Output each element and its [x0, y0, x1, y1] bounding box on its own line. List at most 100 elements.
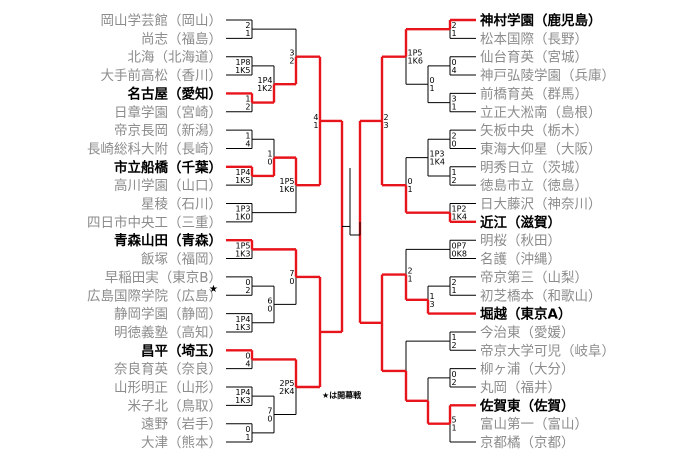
left-team-1: 岡山学芸館（岡山） — [101, 13, 223, 29]
left-team-5: 名古屋（愛知） — [128, 85, 223, 102]
right-team-10: 徳島市立（徳島） — [480, 177, 588, 194]
left-match-12-score-bottom: 1K3 — [235, 249, 250, 258]
opening-game-star-icon: ★ — [209, 284, 218, 295]
right-team-17: 堀越（東京A） — [480, 306, 571, 323]
left-match-21-score-top: 2P5 — [279, 379, 294, 388]
left-team-13: 青森山田（青森） — [114, 232, 222, 249]
right-match-9-score-top: 1P2 — [452, 205, 467, 214]
right-team-20: 柳ヶ浦（大分） — [480, 362, 575, 378]
left-match-13-score-bottom: 2 — [245, 286, 250, 295]
left-match-20-score-top: 7 — [267, 407, 272, 416]
right-team-4: 神戸弘陵学園（兵庫） — [480, 68, 615, 84]
left-match-16-score-bottom: 0 — [289, 277, 294, 286]
right-match-14-score-bottom: 3 — [430, 300, 435, 309]
left-team-18: 明徳義塾（高知） — [114, 324, 222, 341]
right-team-19: 帝京大学可児（岐阜） — [480, 342, 615, 359]
right-match-7-score-top: 1 — [452, 168, 457, 177]
right-match-6-score-bottom: 0 — [452, 139, 457, 148]
left-match-21-score-bottom: 2K4 — [279, 387, 294, 396]
right-match-8-score-top: 1P3 — [430, 150, 445, 159]
left-team-9: 市立船橋（千葉） — [114, 159, 222, 176]
right-match-3-score-top: 3 — [452, 95, 457, 104]
right-match-14-score-top: 1 — [430, 292, 435, 301]
right-match-4-score-top: 0 — [430, 76, 435, 85]
left-match-12-score-top: 1P5 — [235, 241, 250, 250]
left-match-11-score-top: 4 — [313, 113, 318, 122]
right-team-8: 東海大仰星（大阪） — [480, 141, 602, 157]
right-match-6-score-top: 2 — [452, 131, 457, 140]
left-match-7-score-top: 1P4 — [235, 168, 250, 177]
left-team-17: 静岡学園（静岡） — [114, 307, 222, 323]
right-match-2-score-bottom: 4 — [452, 66, 457, 75]
left-match-5-score-bottom: 2 — [289, 57, 294, 66]
left-team-16: 広島国際学院（広島） — [87, 288, 222, 304]
left-team-14: 飯塚（福岡） — [141, 252, 222, 268]
right-team-23: 富山第一（富山） — [480, 416, 588, 433]
left-match-17-score-top: 0 — [245, 351, 250, 360]
right-match-5-score-top: 1P5 — [408, 49, 423, 58]
left-team-7: 帝京長岡（新潟） — [114, 123, 222, 139]
right-team-2: 松本国際（長野） — [480, 31, 588, 47]
right-team-11: 日大藤沢（神奈川） — [480, 197, 602, 213]
right-team-18: 今治東（愛媛） — [480, 325, 575, 341]
right-match-16-score-top: 1 — [452, 333, 457, 342]
right-team-16: 初芝橋本（和歌山） — [480, 287, 602, 304]
left-team-21: 山形明正（山形） — [114, 380, 222, 396]
left-team-6: 日章学園（宮崎） — [114, 104, 222, 121]
left-match-14-score-bottom: 1K3 — [235, 323, 250, 332]
right-team-24: 京都橘（京都） — [480, 435, 575, 451]
right-match-13-score-bottom: 1 — [452, 286, 457, 295]
right-team-7: 矢板中央（栃木） — [480, 123, 588, 139]
right-match-1-score-bottom: 1 — [452, 29, 457, 38]
right-team-14: 名護（沖縄） — [480, 252, 561, 268]
left-team-23: 遠野（岩手） — [141, 417, 222, 433]
left-team-22: 米子北（鳥取） — [128, 398, 223, 414]
left-match-8-score-bottom: 0 — [267, 158, 272, 167]
right-match-10-score-top: 0 — [408, 177, 413, 186]
left-match-19-score-bottom: 1 — [245, 433, 250, 442]
right-match-2-score-top: 0 — [452, 58, 457, 67]
left-match-15-score-top: 6 — [267, 296, 272, 305]
bracket-lines — [226, 18, 476, 443]
left-match-2-score-bottom: 1K5 — [235, 66, 250, 75]
left-match-13-score-top: 0 — [245, 278, 250, 287]
left-match-6-score-top: 1 — [245, 131, 250, 140]
right-match-9-score-bottom: 1K4 — [452, 213, 467, 222]
right-match-17-score-top: 0 — [452, 370, 457, 379]
right-team-15: 帝京第三（山梨） — [480, 269, 588, 286]
right-match-5-score-bottom: 1K6 — [408, 57, 423, 66]
left-team-15: 早稲田実（東京B） — [105, 270, 222, 286]
right-team-5: 前橋育英（群馬） — [480, 85, 588, 102]
left-match-11-score-bottom: 1 — [313, 121, 318, 130]
right-team-9: 明秀日立（茨城） — [480, 160, 588, 176]
right-team-1: 神村学園（鹿児島） — [480, 12, 602, 29]
right-match-1-score-top: 2 — [452, 21, 457, 30]
left-team-19: 昌平（埼玉） — [141, 342, 222, 359]
left-match-20-score-bottom: 0 — [267, 415, 272, 424]
right-match-7-score-bottom: 2 — [452, 176, 457, 185]
left-match-3-score-top: 1 — [245, 95, 250, 104]
right-match-11-score-top: 2 — [384, 113, 389, 122]
left-match-4-score-bottom: 1K2 — [257, 84, 272, 93]
left-match-18-score-bottom: 1K3 — [235, 396, 250, 405]
right-match-18-score-bottom: 1 — [452, 424, 457, 433]
right-match-18-score-top: 5 — [452, 416, 457, 425]
left-match-6-score-bottom: 4 — [245, 139, 250, 148]
left-match-8-score-top: 1 — [267, 150, 272, 159]
right-match-11-score-bottom: 3 — [384, 121, 389, 130]
left-match-9-score-bottom: 1K0 — [235, 213, 250, 222]
right-team-3: 仙台育英（宮城） — [480, 49, 588, 66]
left-match-1-score-top: 2 — [245, 21, 250, 30]
left-match-19-score-top: 0 — [245, 425, 250, 434]
left-team-11: 星稜（石川） — [141, 197, 222, 213]
right-team-13: 明桜（秋田） — [480, 233, 561, 249]
bracket-scores: 211P81K5121P41K232141P41K5101P31K01P51K6… — [235, 21, 467, 442]
right-team-21: 丸岡（福井） — [480, 380, 561, 396]
right-match-10-score-bottom: 1 — [408, 185, 413, 194]
left-team-4: 大手前高松（香川） — [101, 67, 223, 84]
right-match-12-score-bottom: 0K8 — [452, 249, 467, 258]
right-match-15-score-top: 2 — [408, 267, 413, 276]
right-match-8-score-bottom: 1K4 — [430, 158, 445, 167]
left-match-18-score-top: 1P4 — [235, 388, 250, 397]
right-team-22: 佐賀東（佐賀） — [479, 397, 575, 414]
